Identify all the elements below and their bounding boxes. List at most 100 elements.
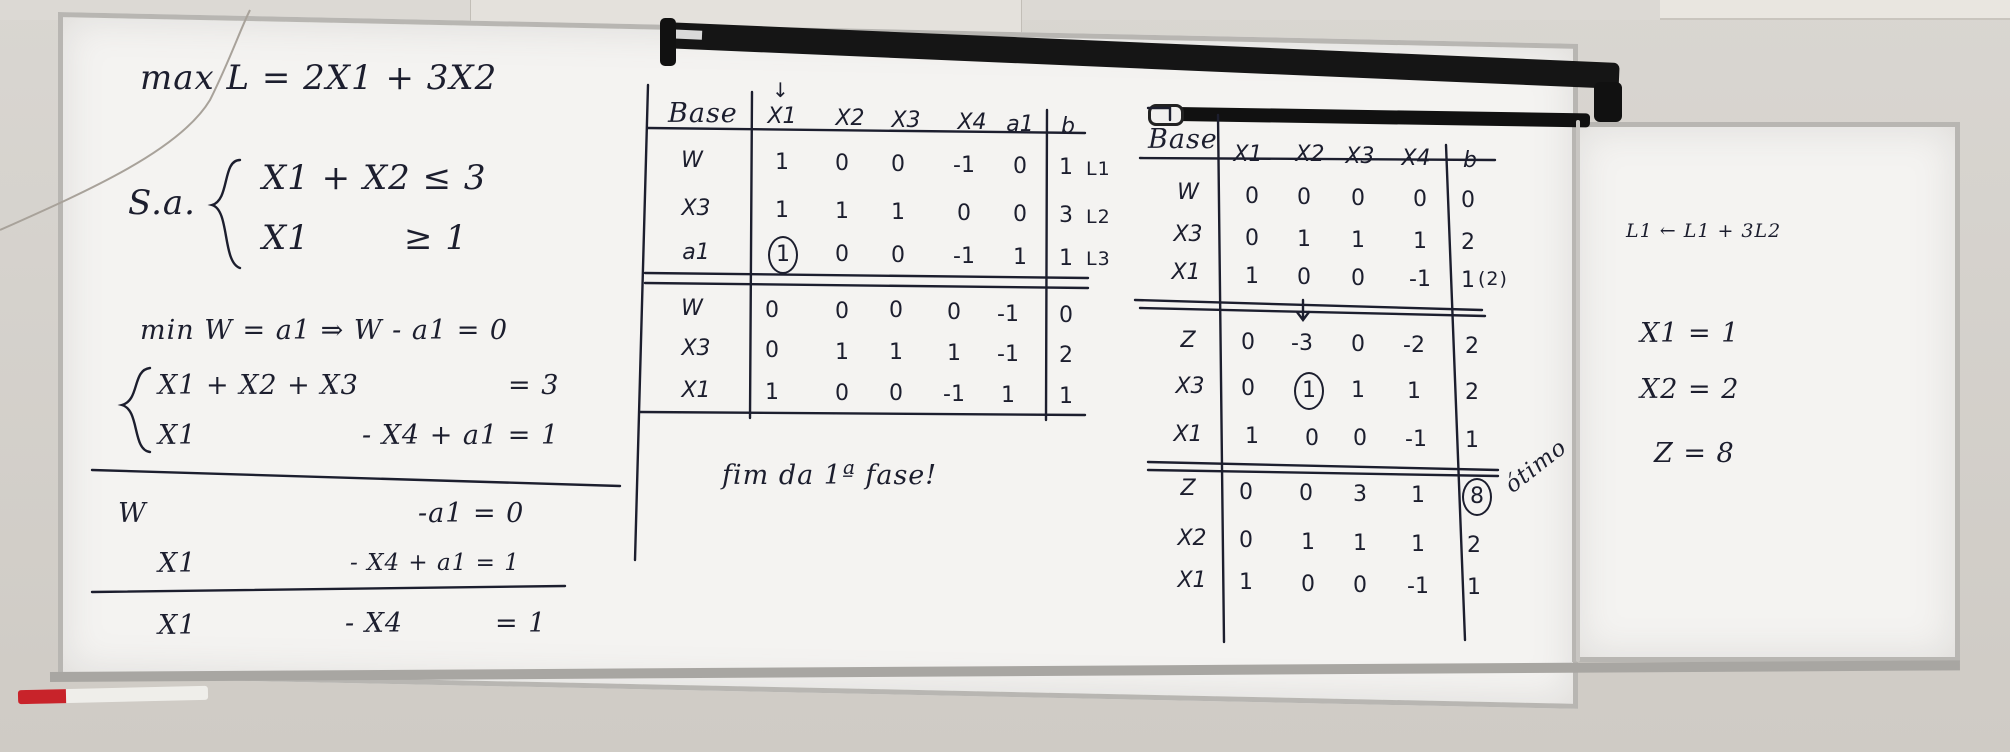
t2-header-b: b xyxy=(1463,148,1477,173)
t1-row3-base: a1 xyxy=(682,240,710,265)
t1-row5-base: X3 xyxy=(681,336,711,361)
t2-b2-row2-b: 2 xyxy=(1465,380,1479,405)
t1-row5-c2: 1 xyxy=(835,340,849,365)
solution-x2: X2 = 2 xyxy=(1640,374,1740,405)
r2-right: = 1 xyxy=(495,608,547,639)
t2-b1-row2-c3: 1 xyxy=(1351,228,1365,253)
t2-optimal-value: 8 xyxy=(1462,478,1492,516)
t2-b1-row2-base: X3 xyxy=(1173,222,1203,247)
t2-b2-row1-c4: -2 xyxy=(1403,333,1425,358)
separator-2 xyxy=(90,584,567,594)
t2-b2-row3-c1: 1 xyxy=(1245,424,1259,449)
t1-row4-c5: -1 xyxy=(997,302,1019,327)
t1-header-a1: a1 xyxy=(1006,112,1034,137)
t2-header-x4: X4 xyxy=(1401,146,1431,171)
t2-hline-4 xyxy=(1146,460,1500,472)
t1-header-x3: X3 xyxy=(891,108,921,133)
t2-b1-row3-c2: 0 xyxy=(1297,265,1311,290)
t2-b1-row3-c3: 0 xyxy=(1351,266,1365,291)
t1-row6-c4: -1 xyxy=(943,382,965,407)
t2-b1-row3-c1: 1 xyxy=(1245,264,1259,289)
t2-b2-row1-c1: 0 xyxy=(1241,330,1255,355)
projector-end-left xyxy=(660,18,676,66)
t1-header-b: b xyxy=(1061,114,1075,139)
eq2-right: - X4 + a1 = 1 xyxy=(362,420,560,451)
t2-b3-row1-c3: 3 xyxy=(1353,482,1367,507)
t1-row2-c1: 1 xyxy=(775,198,789,223)
constraint-2-lhs: X1 xyxy=(262,218,310,258)
t1-hline-3 xyxy=(643,281,1090,290)
t2-b1-row1-c1: 0 xyxy=(1245,184,1259,209)
t2-hline-3 xyxy=(1138,306,1487,318)
brace-2 xyxy=(117,366,152,454)
t2-vline-base xyxy=(1216,113,1226,644)
t1-row5-c5: -1 xyxy=(997,342,1019,367)
t1-row1-b: 1 xyxy=(1059,155,1073,180)
t2-corner xyxy=(1146,106,1172,122)
t2-b2-row1-c2: -3 xyxy=(1291,331,1313,356)
t2-header-x1: X1 xyxy=(1233,142,1263,167)
t1-hline-1 xyxy=(646,126,1087,135)
pull-handle xyxy=(1148,104,1184,126)
t1-header-x4: X4 xyxy=(957,110,987,135)
t1-row6-c5: 1 xyxy=(1001,383,1015,408)
t2-b3-row1-c1: 0 xyxy=(1239,480,1253,505)
t2-b3-row1-c2: 0 xyxy=(1299,481,1313,506)
t2-b2-row3-b: 1 xyxy=(1465,428,1479,453)
t1-row4-base: W xyxy=(681,296,703,321)
t2-b2-row1-b: 2 xyxy=(1465,334,1479,359)
t1-row4-c2: 0 xyxy=(835,299,849,324)
t1-row1-base: W xyxy=(681,148,703,173)
t1-row4-c1: 0 xyxy=(765,298,779,323)
t2-b1-row1-c2: 0 xyxy=(1297,185,1311,210)
solution-z: Z = 8 xyxy=(1654,438,1735,469)
sa-label: S.a. xyxy=(128,183,196,223)
t1-row1-c5: 0 xyxy=(1013,154,1027,179)
t2-b2-row3-c3: 0 xyxy=(1353,426,1367,451)
t2-b3-row3-b: 1 xyxy=(1467,575,1481,600)
t2-b3-row3-c3: 0 xyxy=(1353,573,1367,598)
t1-row3-c2: 0 xyxy=(835,242,849,267)
t1-row1-c4: -1 xyxy=(953,153,975,178)
t2-b3-row2-c3: 1 xyxy=(1353,531,1367,556)
t1-row2-tag: L2 xyxy=(1086,206,1111,228)
t2-hline-1 xyxy=(1138,156,1497,162)
t1-row3-c4: -1 xyxy=(953,244,975,269)
phase1-end-note: fim da 1ª fase! xyxy=(722,460,938,491)
t2-b2-row2-c3: 1 xyxy=(1351,378,1365,403)
solution-x1: X1 = 1 xyxy=(1640,318,1740,349)
t1-row5-b: 2 xyxy=(1059,343,1073,368)
t1-row6-c1: 1 xyxy=(765,380,779,405)
t1-row2-c3: 1 xyxy=(891,200,905,225)
t2-b3-row2-b: 2 xyxy=(1467,533,1481,558)
t1-row1-tag: L1 xyxy=(1086,158,1111,180)
t1-row5-c1: 0 xyxy=(765,338,779,363)
t2-b1-row2-b: 2 xyxy=(1461,230,1475,255)
t1-row6-b: 1 xyxy=(1059,384,1073,409)
projector-end-right xyxy=(1594,82,1622,122)
objective-function: max L = 2X1 + 3X2 xyxy=(140,58,498,98)
t2-b1-row3-c4: -1 xyxy=(1409,267,1431,292)
row-operation: L1 ← L1 + 3L2 xyxy=(1626,220,1782,242)
t2-header-x2: X2 xyxy=(1295,142,1325,167)
t1-header-base: Base xyxy=(668,98,738,129)
r2-mid: - X4 xyxy=(345,608,404,639)
t1-row6-c3: 0 xyxy=(889,381,903,406)
t2-b3-row2-c2: 1 xyxy=(1301,530,1315,555)
t1-row2-c4: 0 xyxy=(957,201,971,226)
t1-row3-tag: L3 xyxy=(1086,248,1111,270)
whiteboard-right xyxy=(1572,122,1960,662)
t1-row1-c1: 1 xyxy=(775,150,789,175)
t1-row4-c3: 0 xyxy=(889,298,903,323)
w-row-right: -a1 = 0 xyxy=(418,498,525,529)
t2-b2-row2-c1: 0 xyxy=(1241,376,1255,401)
t2-b1-row2-c1: 0 xyxy=(1245,226,1259,251)
t1-hline-2 xyxy=(643,271,1090,280)
t2-b3-row3-c4: -1 xyxy=(1407,574,1429,599)
t2-b2-row2-base: X3 xyxy=(1175,374,1205,399)
t2-b2-row3-base: X1 xyxy=(1173,422,1203,447)
t2-vline-b xyxy=(1444,143,1467,642)
t2-b1-row2-c2: 1 xyxy=(1297,227,1311,252)
t2-b3-row3-c2: 0 xyxy=(1301,572,1315,597)
